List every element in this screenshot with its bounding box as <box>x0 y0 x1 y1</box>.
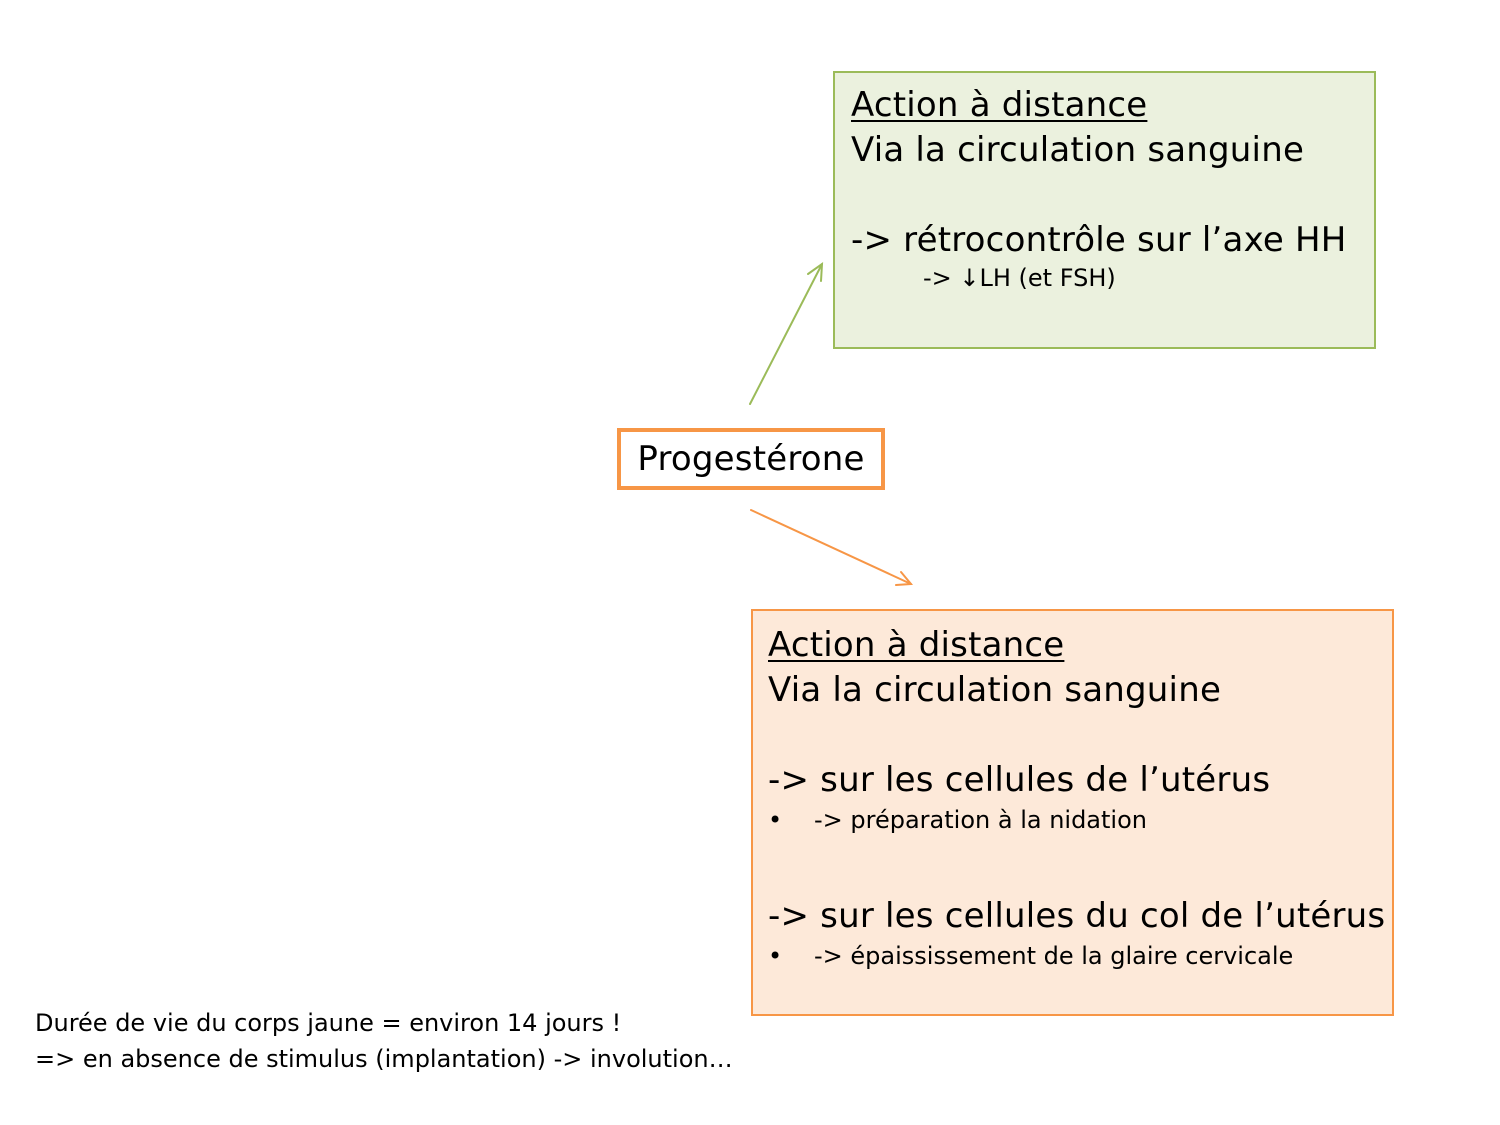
spacer <box>851 173 1374 218</box>
green-box-subtitle: Via la circulation sanguine <box>851 130 1305 170</box>
orange-box-effect-heading: -> sur les cellules du col de l’utérus <box>768 896 1386 936</box>
arrow-to-orange-box <box>750 509 914 586</box>
green-box-sub-effect: -> ↓LH (et FSH) <box>923 264 1116 292</box>
orange-box-effect-detail: • -> préparation à la nidation <box>768 803 1392 837</box>
spacer <box>768 713 1392 758</box>
green-box-effect: -> rétrocontrôle sur l’axe HH <box>851 220 1347 260</box>
orange-action-box: Action à distance Via la circulation san… <box>751 609 1394 1016</box>
green-action-box: Action à distance Via la circulation san… <box>833 71 1376 349</box>
spacer <box>768 837 1392 894</box>
footer-note: Durée de vie du corps jaune = environ 14… <box>35 1005 733 1077</box>
progesterone-box: Progestérone <box>617 428 885 490</box>
footer-line-2: => en absence de stimulus (implantation)… <box>35 1045 733 1073</box>
footer-line-1: Durée de vie du corps jaune = environ 14… <box>35 1009 622 1037</box>
orange-box-effect-detail: • -> épaississement de la glaire cervica… <box>768 939 1392 973</box>
effect-detail-text: -> préparation à la nidation <box>814 806 1147 834</box>
arrow-to-green-box <box>749 261 824 405</box>
green-box-title: Action à distance <box>851 85 1148 125</box>
bullet-icon: • <box>768 806 783 834</box>
progesterone-label: Progestérone <box>637 439 865 479</box>
bullet-icon: • <box>768 942 783 970</box>
orange-box-subtitle: Via la circulation sanguine <box>768 670 1222 710</box>
effect-detail-text: -> épaississement de la glaire cervicale <box>814 942 1294 970</box>
orange-box-title: Action à distance <box>768 625 1065 665</box>
orange-box-effect-heading: -> sur les cellules de l’utérus <box>768 760 1271 800</box>
